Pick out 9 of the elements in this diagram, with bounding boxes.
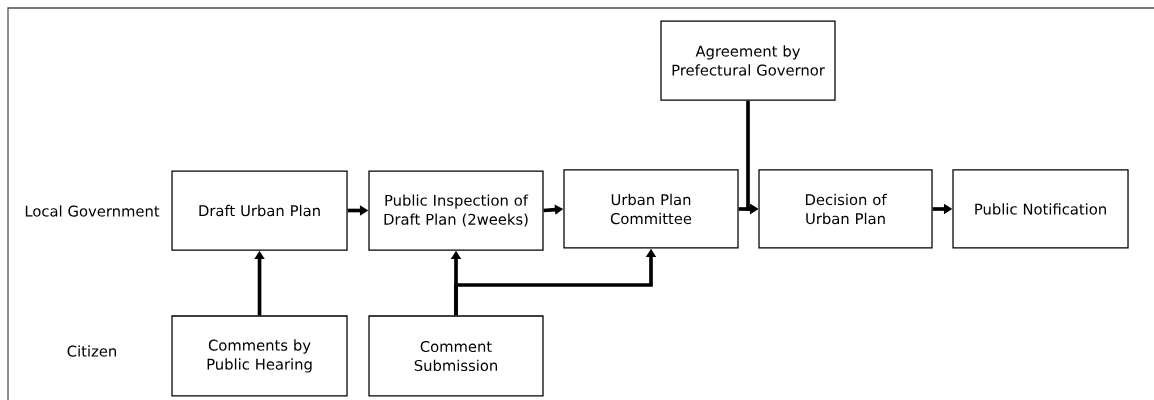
process-box: Comment Submission xyxy=(368,315,544,397)
process-box: Comments by Public Hearing xyxy=(171,315,348,397)
process-box: Draft Urban Plan xyxy=(171,170,348,251)
lane-label: Citizen xyxy=(67,345,116,357)
process-box: Public Inspection of Draft Plan (2weeks) xyxy=(368,170,544,251)
process-box: Urban Plan Committee xyxy=(563,169,739,249)
process-box: Agreement by Prefectural Governor xyxy=(660,20,836,101)
process-box: Public Notification xyxy=(952,169,1129,249)
process-box: Decision of Urban Plan xyxy=(758,169,933,249)
